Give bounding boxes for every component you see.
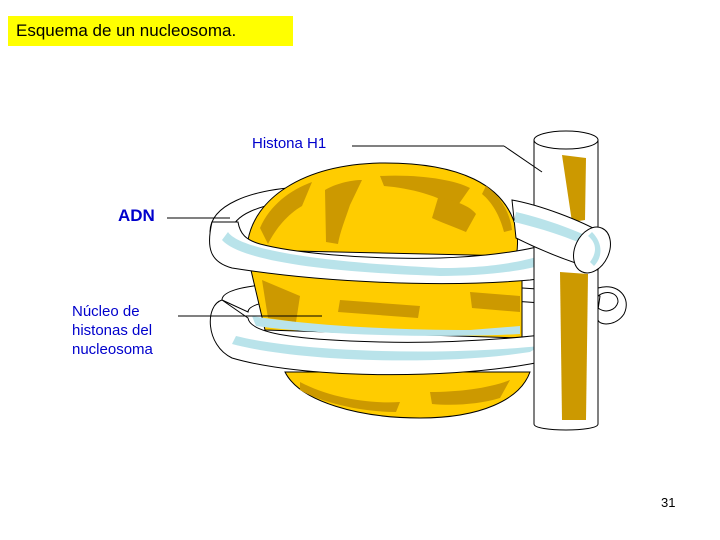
histone-h1-rod-stripe-top bbox=[562, 155, 586, 222]
label-histona-h1: Histona H1 bbox=[252, 135, 327, 152]
label-nucleo-line-1: Núcleo de bbox=[72, 303, 140, 320]
histone-shade-top-5 bbox=[482, 186, 512, 232]
slide-title: Esquema de un nucleosoma. bbox=[8, 16, 293, 46]
histone-shade-middle-1 bbox=[262, 280, 300, 322]
histone-shade-bottom-2 bbox=[430, 380, 510, 405]
slide-title-text: Esquema de un nucleosoma. bbox=[16, 21, 237, 40]
histone-shade-top-1 bbox=[260, 182, 312, 244]
dna-lower-stripe bbox=[232, 336, 540, 361]
histone-core-bottom bbox=[284, 371, 531, 419]
dna-upper-stripe bbox=[222, 232, 546, 276]
histone-shade-middle-2 bbox=[338, 300, 420, 318]
dna-end-cap-stripe bbox=[588, 232, 601, 266]
histone-shade-top-4 bbox=[432, 198, 476, 232]
histone-shade-bottom-1 bbox=[300, 382, 400, 412]
page-number: 31 bbox=[661, 495, 676, 510]
histone-shade-middle-3 bbox=[470, 292, 520, 312]
label-adn: ADN bbox=[118, 206, 155, 225]
label-nucleo-line-3: nucleosoma bbox=[72, 341, 153, 358]
dna-lower-stripe-back bbox=[252, 316, 520, 336]
histone-h1-rod-top bbox=[533, 130, 599, 150]
label-nucleo-histonas: Núcleo de histonas del nucleosoma bbox=[72, 302, 153, 359]
histone-h1-rod-stripe-bottom bbox=[560, 272, 588, 420]
dna-side-loop bbox=[597, 286, 627, 325]
dna-end-cap bbox=[573, 226, 611, 274]
leader-histona-h1-angle bbox=[503, 145, 543, 173]
label-nucleo-line-2: histonas del bbox=[72, 322, 153, 339]
histone-shade-top-2 bbox=[325, 180, 362, 244]
